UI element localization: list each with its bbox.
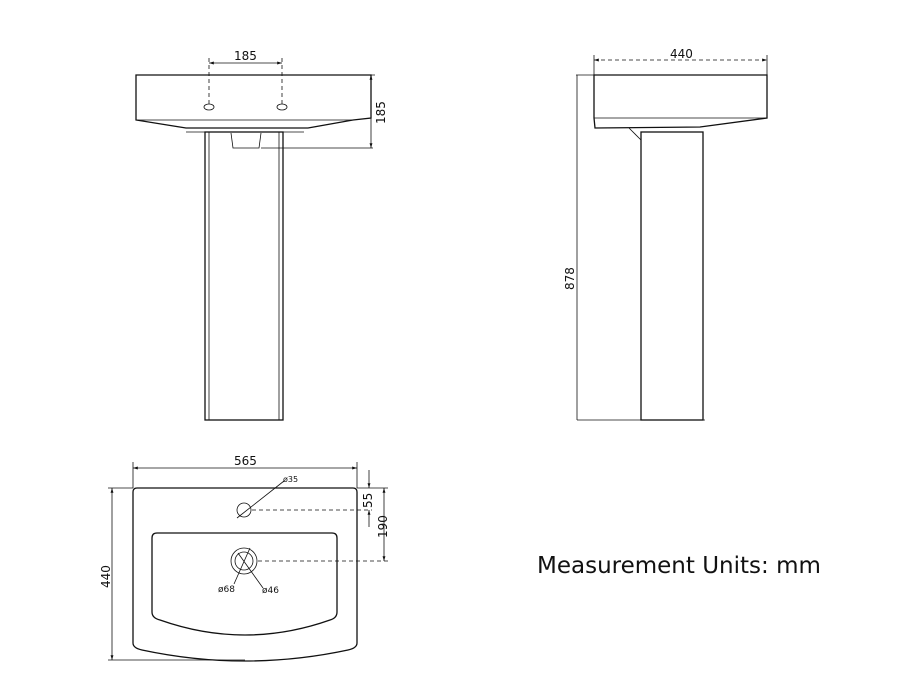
side-pedestal: [640, 131, 704, 421]
dim-waste-outer-dia: ø68: [218, 585, 235, 595]
waste-outer: [230, 547, 258, 575]
dim-top-depth: 440: [99, 565, 113, 588]
dim-tap-spacing: 185: [234, 49, 257, 63]
inner-bowl: [151, 532, 338, 636]
waste-trap: [230, 132, 262, 149]
units-note: Measurement Units: mm: [537, 553, 821, 579]
dim-tap-hole-dia: ø35: [283, 475, 298, 484]
front-pedestal: [204, 131, 284, 421]
dim-width: 565: [234, 454, 257, 468]
dim-tap-offset: 55: [361, 493, 375, 508]
tap-hole-right: [276, 103, 288, 111]
waste-inner: [234, 551, 254, 571]
tap-hole-left: [203, 103, 215, 111]
dim-waste-offset: 190: [376, 515, 390, 538]
dim-depth: 440: [670, 47, 693, 61]
front-view: 185 185: [135, 49, 388, 421]
dim-overall-height: 878: [563, 267, 577, 290]
side-basin: [593, 74, 768, 129]
dim-waste-inner-dia: ø46: [262, 586, 279, 596]
side-view: 440 878: [563, 47, 768, 421]
tap-hole: [236, 502, 252, 518]
top-basin-outline: [132, 487, 358, 662]
dim-basin-height: 185: [374, 101, 388, 124]
top-view: ø35 ø68 ø46 565 440 55 190: [99, 454, 390, 662]
